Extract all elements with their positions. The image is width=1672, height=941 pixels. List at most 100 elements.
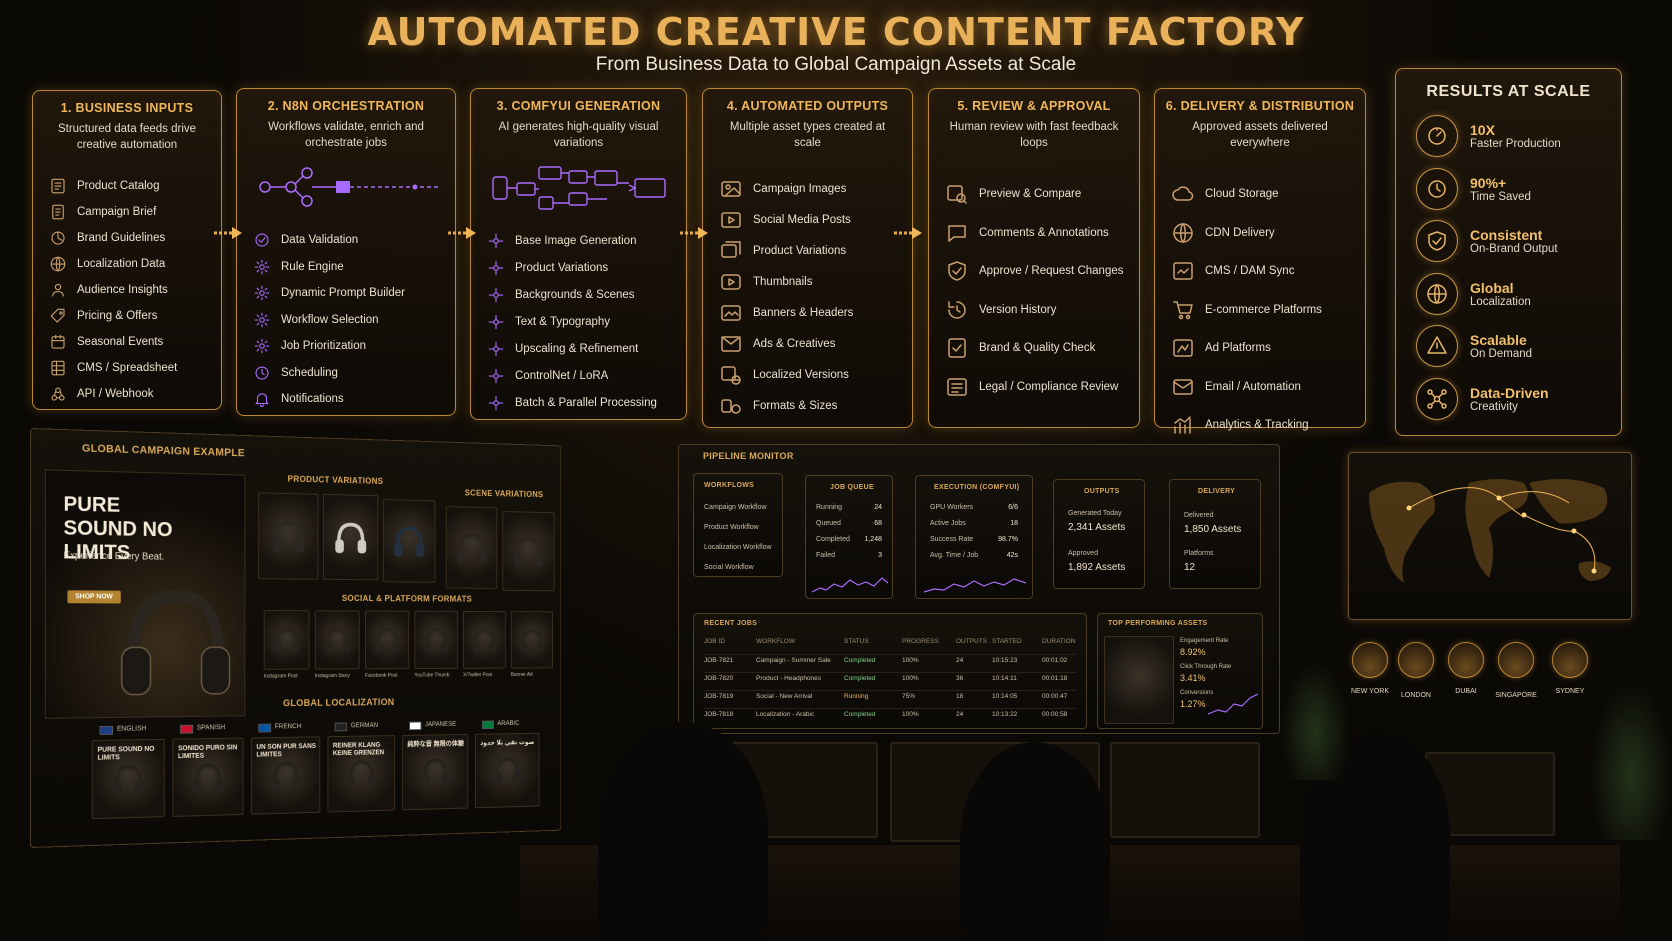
stage-item[interactable]: Version History — [945, 291, 1131, 330]
legal-icon — [945, 375, 969, 399]
localized-thumb[interactable]: PURE SOUND NO LIMITS — [91, 738, 165, 820]
variation-thumb[interactable] — [445, 506, 498, 589]
workflow-item[interactable]: Localization Workflow — [704, 544, 772, 551]
localized-thumb[interactable]: REINER KLANG KEINE GRENZEN — [327, 735, 396, 813]
node-icon — [487, 394, 505, 412]
stage-item[interactable]: Campaign Images — [719, 173, 904, 204]
stage-item[interactable]: Product Variations — [487, 254, 678, 281]
variation-thumb[interactable] — [322, 493, 379, 581]
stage-item[interactable]: CDN Delivery — [1171, 214, 1357, 253]
result-value: Consistent — [1470, 227, 1543, 243]
stage-item[interactable]: Batch & Parallel Processing — [487, 389, 678, 416]
result-value: Scalable — [1470, 332, 1527, 348]
stage-item[interactable]: Seasonal Events — [49, 329, 213, 355]
format-label: Instagram Post — [263, 673, 298, 680]
generated-value: 2,341 Assets — [1068, 522, 1126, 533]
stage-item[interactable]: Banners & Headers — [719, 297, 904, 328]
table-cell: Localization - Arabic — [756, 711, 815, 718]
localized-thumb[interactable]: صوت نقي بلا حدود — [475, 732, 540, 809]
stage-item-label: Localized Versions — [753, 368, 849, 381]
queue-metric-label: Failed — [816, 552, 836, 559]
stage-item[interactable]: Product Catalog — [49, 173, 213, 199]
stage-item[interactable]: Text & Typography — [487, 308, 678, 335]
city-thumb[interactable] — [1448, 642, 1484, 678]
stage-item[interactable]: Legal / Compliance Review — [945, 368, 1131, 407]
stage-item[interactable]: Audience Insights — [49, 277, 213, 303]
stage-item[interactable]: Comments & Annotations — [945, 214, 1131, 253]
stage-item[interactable]: Rule Engine — [253, 254, 447, 281]
localized-thumb[interactable]: UN SON PUR SANS LIMITES — [250, 736, 321, 815]
stage-item[interactable]: CMS / DAM Sync — [1171, 252, 1357, 291]
stage-item[interactable]: Scheduling — [253, 360, 447, 387]
city-thumb[interactable] — [1352, 642, 1388, 678]
workflow-item[interactable]: Campaign Workflow — [704, 504, 767, 511]
stage-item[interactable]: Brand & Quality Check — [945, 329, 1131, 368]
variation-thumb[interactable] — [502, 511, 555, 592]
format-thumb[interactable] — [510, 611, 553, 669]
localized-thumb[interactable]: 純粋な音 無限の体験 — [402, 733, 469, 811]
stage-item[interactable]: Pricing & Offers — [49, 303, 213, 329]
cloud-icon — [1171, 182, 1195, 206]
localized-thumb[interactable]: SONIDO PURO SIN LIMITES — [172, 737, 244, 817]
stage-item[interactable]: Preview & Compare — [945, 175, 1131, 214]
city-thumb[interactable] — [1552, 642, 1588, 678]
stage-item[interactable]: Formats & Sizes — [719, 390, 904, 421]
stage-item[interactable]: Approve / Request Changes — [945, 252, 1131, 291]
stage-item[interactable]: Campaign Brief — [49, 199, 213, 225]
stage-item[interactable]: Workflow Selection — [253, 307, 447, 334]
stage-item-label: Text & Typography — [515, 315, 611, 328]
stage-item[interactable]: Notifications — [253, 386, 447, 413]
stage-item-label: Social Media Posts — [753, 213, 851, 226]
variation-thumb[interactable] — [258, 492, 319, 580]
stage-item[interactable]: Brand Guidelines — [49, 225, 213, 251]
check-icon — [253, 231, 271, 249]
stage-item[interactable]: Ads & Creatives — [719, 328, 904, 359]
stage-item[interactable]: CMS / Spreadsheet — [49, 355, 213, 381]
variation-thumb[interactable] — [382, 499, 436, 583]
stage-item[interactable]: API / Webhook — [49, 381, 213, 407]
stage-item[interactable]: ControlNet / LoRA — [487, 362, 678, 389]
localized-headline: 純粋な音 無限の体験 — [407, 740, 464, 749]
stage-item[interactable]: Data Validation — [253, 227, 447, 254]
clock-icon — [1416, 167, 1458, 210]
flag-icon — [334, 722, 348, 732]
stage-item-label: Scheduling — [281, 366, 338, 379]
stage-item[interactable]: Upscaling & Refinement — [487, 335, 678, 362]
stage-item[interactable]: Localized Versions — [719, 359, 904, 390]
format-thumb[interactable] — [365, 610, 410, 670]
stage-item[interactable]: E-commerce Platforms — [1171, 291, 1357, 330]
stage-item[interactable]: Thumbnails — [719, 266, 904, 297]
workflow-item[interactable]: Social Workflow — [704, 564, 754, 571]
format-thumb[interactable] — [463, 610, 506, 669]
stage-item-label: Rule Engine — [281, 260, 344, 273]
format-thumb[interactable] — [263, 610, 310, 670]
workflow-item[interactable]: Product Workflow — [704, 524, 759, 531]
format-thumb[interactable] — [314, 610, 360, 670]
city-thumb[interactable] — [1498, 642, 1534, 678]
result-caption: Localization — [1470, 295, 1531, 308]
quality-icon — [945, 336, 969, 360]
stage-item[interactable]: Localization Data — [49, 251, 213, 277]
stage-title: 1. BUSINESS INPUTS — [60, 101, 194, 115]
stage-item[interactable]: Base Image Generation — [487, 227, 678, 254]
stage-item[interactable]: Email / Automation — [1171, 368, 1357, 407]
stage-item[interactable]: Ad Platforms — [1171, 329, 1357, 368]
format-thumb[interactable] — [414, 610, 458, 670]
stage-item[interactable]: Backgrounds & Scenes — [487, 281, 678, 308]
stage-item[interactable]: Dynamic Prompt Builder — [253, 280, 447, 307]
stage-item[interactable]: Cloud Storage — [1171, 175, 1357, 214]
stage-item[interactable]: Analytics & Tracking — [1171, 406, 1357, 445]
stage-item[interactable]: Social Media Posts — [719, 204, 904, 235]
stage-item-label: CMS / DAM Sync — [1205, 265, 1295, 278]
stage-item[interactable]: Product Variations — [719, 235, 904, 266]
top-asset-thumb[interactable] — [1104, 636, 1174, 724]
stage-item[interactable]: Job Prioritization — [253, 333, 447, 360]
city-thumb[interactable] — [1398, 642, 1434, 678]
hero-ad[interactable]: PURE SOUND NO LIMITS Experience Every Be… — [44, 469, 246, 719]
tag-icon — [49, 307, 67, 325]
node-icon — [487, 367, 505, 385]
